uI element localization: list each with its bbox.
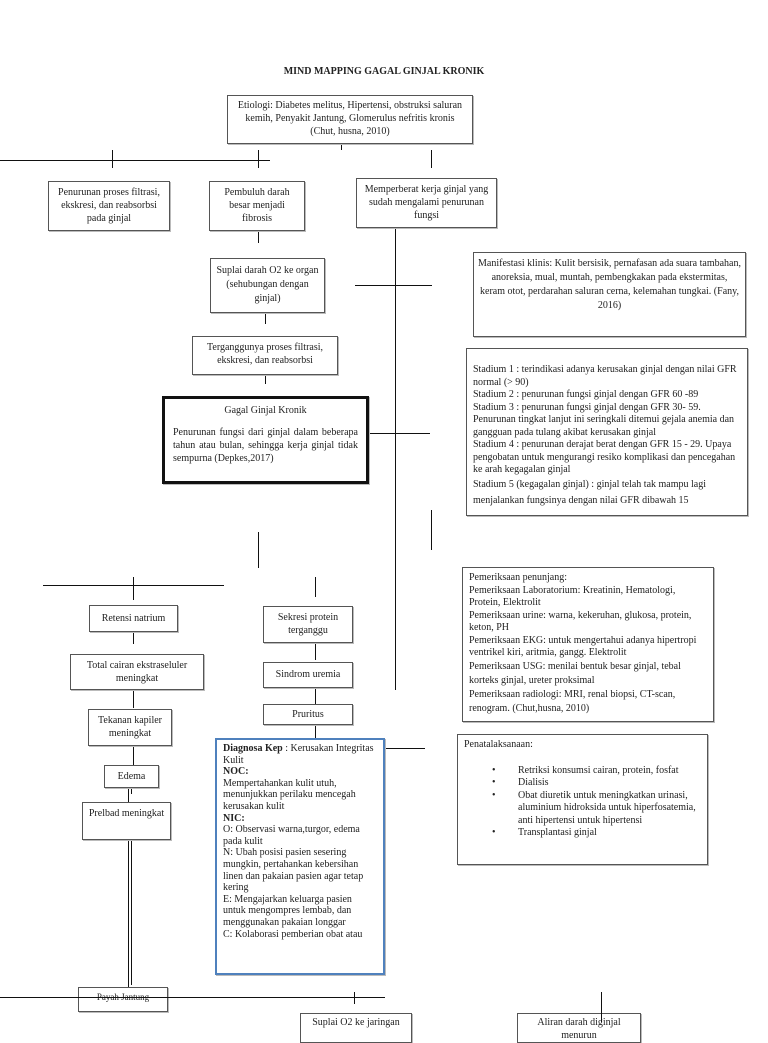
nic-label: NIC:: [223, 812, 245, 824]
page-title: MIND MAPPING GAGAL GINJAL KRONIK: [283, 66, 485, 77]
penurunan-proses-box: Penurunan proses filtrasi, ekskresi, dan…: [48, 181, 170, 231]
stadium-2: Stadium 2 : penurunan fungsi ginjal deng…: [473, 389, 699, 400]
prelbad-box: Prelbad meningkat: [82, 802, 171, 840]
noc-text: Mempertahankan kulit utuh, menunjukkan p…: [223, 777, 356, 812]
penatalaksanaan-heading: Penatalaksanaan:: [464, 739, 533, 750]
stadium-1: Stadium 1 : terindikasi adanya kerusakan…: [473, 364, 737, 388]
pruritus-box: Pruritus: [263, 704, 353, 725]
pemeriksaan-usg: Pemeriksaan USG: menilai bentuk besar gi…: [469, 660, 681, 686]
pemeriksaan-ekg: Pemeriksaan EKG: untuk mengertahui adany…: [469, 634, 697, 659]
stadium-3: Stadium 3 : penurunan fungsi ginjal deng…: [473, 401, 735, 438]
gagal-ginjal-kronik-box: Gagal Ginjal Kronik Penurunan fungsi dar…: [162, 396, 369, 484]
memperberat-box: Memperberat kerja ginjal yang sudah meng…: [356, 178, 497, 228]
penatalaksanaan-item: Transplantasi ginjal: [490, 827, 701, 840]
aliran-darah-box: Aliran darah diginjal menurun: [517, 1013, 641, 1043]
diagnosa-value: : Kerusakan Integritas Kulit: [223, 743, 374, 766]
noc-label: NOC:: [223, 766, 249, 778]
suplai-darah-box: Suplai darah O2 ke organ (sehubungan den…: [210, 258, 325, 313]
pembuluh-box: Pembuluh darah besar menjadi fibrosis: [209, 181, 305, 231]
manifestasi-box: Manifestasi klinis: Kulit bersisik, pern…: [473, 252, 746, 337]
penatalaksanaan-item: Dialisis: [490, 777, 701, 790]
penatalaksanaan-item: Retriksi konsumsi cairan, protein, fosfa…: [490, 765, 701, 778]
etiologi-box: Etiologi: Diabetes melitus, Hipertensi, …: [227, 95, 473, 144]
retensi-natrium-box: Retensi natrium: [89, 605, 178, 632]
stadium-4: Stadium 4 : penurunan derajat berat deng…: [473, 439, 736, 475]
pemeriksaan-radiologi: Pemeriksaan radiologi: MRI, renal biopsi…: [469, 688, 676, 714]
sekresi-protein-box: Sekresi protein terganggu: [263, 606, 353, 643]
pemeriksaan-lab: Pemeriksaan Laboratorium: Kreatinin, Hem…: [469, 584, 676, 609]
sindrom-uremia-box: Sindrom uremia: [263, 662, 353, 688]
diagnosa-box: Diagnosa Kep : Kerusakan Integritas Kuli…: [215, 738, 385, 975]
edema-box: Edema: [104, 765, 159, 788]
penatalaksanaan-item: Obat diuretik untuk meningkatkan urinasi…: [490, 790, 701, 828]
ggk-heading: Gagal Ginjal Kronik: [224, 405, 307, 416]
nic-n: N: Ubah posisi pasien sesering mungkin, …: [223, 847, 364, 894]
pemeriksaan-urine: Pemeriksaan urine: warna, kekeruhan, glu…: [469, 609, 692, 634]
pemeriksaan-box: Pemeriksaan penunjang: Pemeriksaan Labor…: [462, 567, 714, 722]
suplai-jaringan-box: Suplai O2 ke jaringan: [300, 1013, 412, 1043]
penatalaksanaan-box: Penatalaksanaan: Retriksi konsumsi caira…: [457, 734, 708, 865]
tekanan-kapiler-box: Tekanan kapiler meningkat: [88, 709, 172, 746]
payah-jantung-box: Payah Jantung: [78, 987, 168, 1012]
stadium-box: Stadium 1 : terindikasi adanya kerusakan…: [466, 348, 748, 516]
total-cairan-box: Total cairan ekstraseluler meningkat: [70, 654, 204, 690]
nic-o: O: Observasi warna,turgor, edema pada ku…: [223, 824, 360, 847]
nic-c: C: Kolaborasi pemberian obat atau: [223, 928, 363, 940]
ggk-body: Penurunan fungsi dari ginjal dalam beber…: [173, 427, 358, 464]
diagnosa-label: Diagnosa Kep: [223, 743, 283, 754]
pemeriksaan-heading: Pemeriksaan penunjang:: [469, 572, 568, 583]
terganggunya-box: Terganggunya proses filtrasi, ekskresi, …: [192, 336, 338, 375]
nic-e: E: Mengajarkan keluarga pasien untuk men…: [223, 893, 352, 928]
stadium-5: Stadium 5 (kegagalan ginjal) : ginjal te…: [473, 478, 706, 506]
